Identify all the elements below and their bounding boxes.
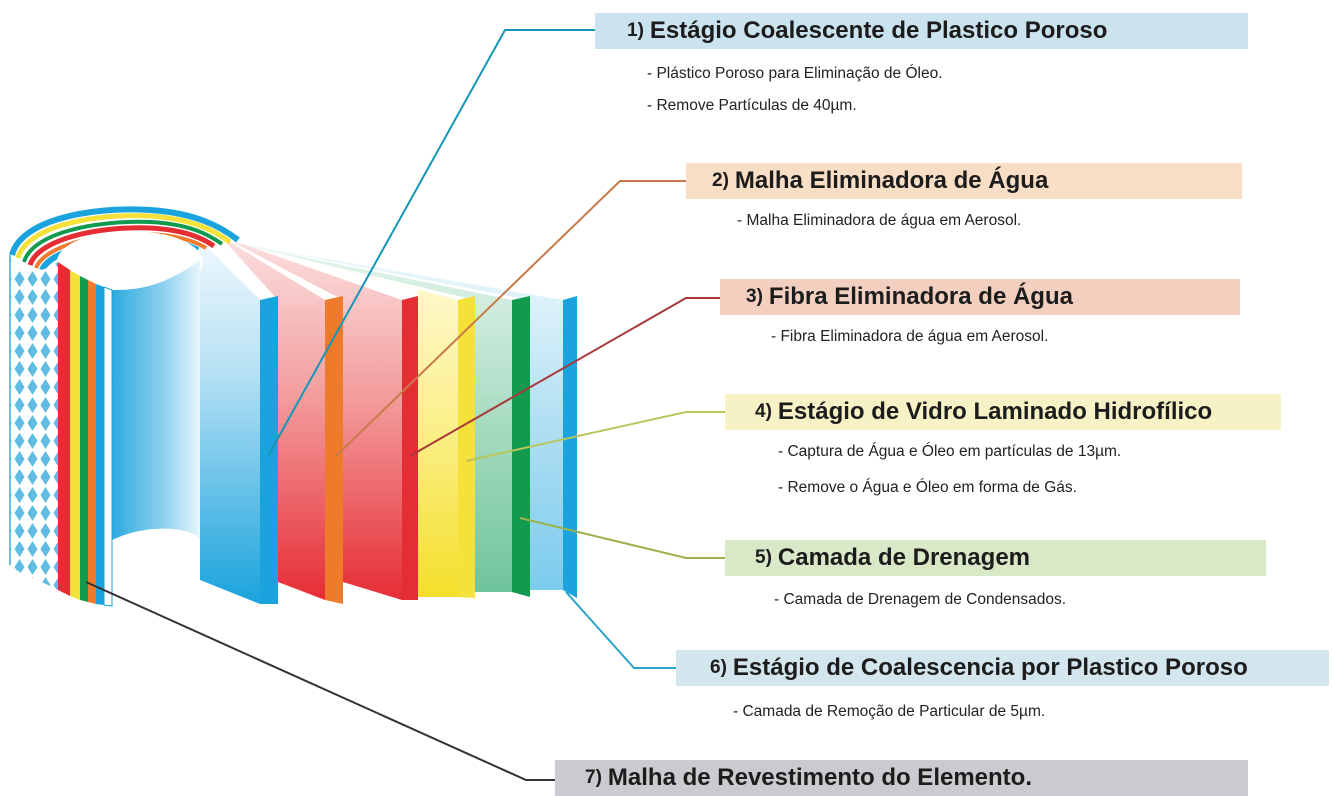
layer-5-sheet [230,242,512,592]
stage-4-desc-2: - Remove o Água e Óleo em forma de Gás. [778,479,1077,496]
stage-1-title: Estágio Coalescente de Plastico Poroso [649,17,1108,44]
layer-1-sheet [200,240,260,604]
stage-5-title: Camada de Drenagem [777,544,1030,571]
layer-4-edge [458,296,475,598]
stage-3-number: 3) [746,286,763,307]
layer-2-edge [325,296,343,604]
stage-5-desc-1: - Camada de Drenagem de Condensados. [774,591,1067,608]
stage-6-title: Estágio de Coalescencia por Plastico Por… [732,654,1248,681]
stage-4-desc-1: - Captura de Água e Óleo em partículas d… [778,443,1122,460]
layer-4-sheet [230,240,458,597]
layer-3-edge [402,296,418,600]
leader-line-2 [335,180,688,457]
stage-4-title-box: 4) Estágio de Vidro Laminado Hidrofílico [725,394,1281,430]
stage-4-number: 4) [755,401,772,422]
leader-line-7 [85,581,556,781]
cylinder-inner-wall [110,260,200,540]
stage-2-title-box: 2) Malha Eliminadora de Água [686,163,1242,199]
stage-2-desc-1: - Malha Eliminadora de água em Aerosol. [737,212,1022,229]
stage-5-number: 5) [755,547,772,568]
leader-lines [85,29,726,781]
stage-3-title-box: 3) Fibra Eliminadora de Água [720,279,1240,315]
stage-7-title: Malha de Revestimento do Elemento. [607,764,1032,791]
leader-line-1 [267,29,596,457]
layer-3-sheet [225,238,402,600]
layer-6-edge [563,296,577,598]
stage-3-desc-1: - Fibra Eliminadora de água em Aerosol. [771,328,1049,345]
stage-6-number: 6) [710,657,727,678]
stage-6-title-box: 6) Estágio de Coalescencia por Plastico … [676,650,1329,686]
leader-line-5 [519,517,726,559]
leader-line-4 [465,411,726,462]
layer-5-edge [512,296,530,597]
layer-2-sheet [220,236,325,600]
stage-1-desc-2: - Remove Partículas de 40µm. [647,97,857,114]
stage-7-number: 7) [585,767,602,788]
stage-1-title-box: 1) Estágio Coalescente de Plastico Poros… [595,13,1248,49]
stage-4-title: Estágio de Vidro Laminado Hidrofílico [777,398,1213,425]
leader-line-3 [409,297,722,457]
outer-mesh [10,255,58,590]
leader-line-6 [565,591,676,669]
stage-5-title-box: 5) Camada de Drenagem [725,540,1266,576]
layer-1-edge [260,296,278,604]
stage-1-number: 1) [627,20,644,41]
stage-2-number: 2) [712,170,729,191]
stage-2-title: Malha Eliminadora de Água [734,167,1049,194]
stage-7-title-box: 7) Malha de Revestimento do Elemento. [555,760,1248,796]
stage-6-desc-1: - Camada de Remoção de Particular de 5µm… [733,703,1046,720]
cylinder [9,206,250,607]
layer-sheets [200,236,577,604]
stage-1-desc-1: - Plástico Poroso para Eliminação de Óle… [647,65,943,82]
stage-3-title: Fibra Eliminadora de Água [768,283,1073,310]
